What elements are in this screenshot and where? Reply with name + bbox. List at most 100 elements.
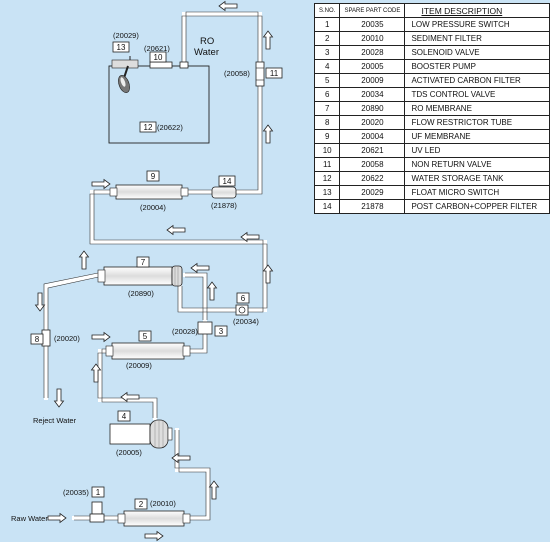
row-sno: 10 [313, 143, 341, 158]
solenoid-valve [197, 321, 213, 335]
number-box-12: 12 [139, 121, 157, 133]
row-description: UV LED [404, 143, 550, 158]
arrow-up-icon [263, 30, 273, 50]
parts-table: S.NO. SPARE PART CODE ITEM DESCRIPTION 1… [313, 3, 550, 214]
arrow-up-icon [207, 281, 217, 301]
row-description: SOLENOID VALVE [404, 45, 550, 60]
row-code: 20029 [339, 185, 406, 200]
row-code: 20009 [339, 73, 406, 88]
row-description: TDS CONTROL VALVE [404, 87, 550, 102]
row-code: 20004 [339, 129, 406, 144]
number-box-9: 9 [146, 170, 160, 182]
ro-membrane [97, 265, 183, 287]
arrow-down-icon [54, 388, 64, 408]
non-return-valve [255, 61, 265, 87]
header-code: SPARE PART CODE [339, 3, 406, 18]
code-label-12: (20622) [157, 123, 183, 132]
number-box-3: 3 [214, 325, 228, 337]
code-label-9: (20004) [140, 203, 166, 212]
number-box-7: 7 [136, 256, 150, 268]
part-code-labels: (20035) (20010) (20028) (20005) (20009) … [54, 31, 259, 508]
number-box-6: 6 [236, 292, 250, 304]
svg-text:4: 4 [122, 412, 127, 421]
pipes [44, 12, 267, 520]
row-code: 20028 [339, 45, 406, 60]
code-label-11: (20058) [224, 69, 250, 78]
row-description: NON RETURN VALVE [404, 157, 550, 172]
arrow-right-icon [91, 179, 111, 189]
arrow-right-icon [144, 531, 164, 541]
code-label-2: (20010) [150, 499, 176, 508]
arrow-left-icon [190, 263, 210, 273]
code-label-3: (20028) [172, 327, 198, 336]
svg-text:14: 14 [223, 177, 232, 186]
row-sno: 6 [313, 87, 341, 102]
row-sno: 14 [313, 199, 341, 214]
svg-text:5: 5 [143, 332, 148, 341]
number-box-13: 13 [112, 41, 130, 53]
row-description: RO MEMBRANE [404, 101, 550, 116]
svg-text:1: 1 [96, 488, 101, 497]
number-box-4: 4 [117, 410, 131, 422]
row-sno: 8 [313, 115, 341, 130]
ro-water-label: RO [200, 36, 214, 47]
code-label-14: (21878) [211, 201, 237, 210]
code-label-1: (20035) [63, 488, 89, 497]
row-sno: 9 [313, 129, 341, 144]
svg-text:8: 8 [35, 335, 40, 344]
svg-text:10: 10 [154, 53, 163, 62]
raw-water-label: Raw Water [11, 514, 48, 523]
row-code: 20622 [339, 171, 406, 186]
number-box-11: 11 [265, 67, 283, 79]
svg-text:6: 6 [241, 294, 246, 303]
header-sno: S.NO. [313, 3, 341, 18]
row-code: 20621 [339, 143, 406, 158]
row-code: 21878 [339, 199, 406, 214]
row-sno: 4 [313, 59, 341, 74]
code-label-4: (20005) [116, 448, 142, 457]
code-label-6: (20034) [233, 317, 259, 326]
number-box-14: 14 [218, 175, 236, 187]
row-description: FLOAT MICRO SWITCH [404, 185, 550, 200]
uv-led [149, 61, 173, 69]
arrow-left-icon [218, 1, 238, 11]
number-box-8: 8 [30, 333, 44, 345]
row-sno: 13 [313, 185, 341, 200]
code-label-7: (20890) [128, 289, 154, 298]
header-description: ITEM DESCRIPTION [404, 3, 550, 18]
svg-text:2: 2 [139, 500, 144, 509]
row-sno: 7 [313, 101, 341, 116]
code-label-13: (20029) [113, 31, 139, 40]
row-code: 20010 [339, 31, 406, 46]
number-boxes: 1 2 3 4 5 6 7 8 9 10 11 12 13 14 [30, 41, 283, 510]
row-sno: 3 [313, 45, 341, 60]
row-description: LOW PRESSURE SWITCH [404, 17, 550, 32]
arrow-up-icon [263, 124, 273, 144]
reject-water-label: Reject Water [33, 416, 77, 425]
arrow-down-icon [35, 292, 45, 312]
tds-control-valve [235, 304, 249, 316]
row-code: 20035 [339, 17, 406, 32]
activated-carbon-filter [105, 342, 191, 360]
row-code: 20034 [339, 87, 406, 102]
row-sno: 12 [313, 171, 341, 186]
row-code: 20005 [339, 59, 406, 74]
code-label-10: (20621) [144, 44, 170, 53]
arrow-right-icon [91, 332, 111, 342]
sediment-filter [117, 510, 191, 527]
number-box-10: 10 [149, 51, 167, 63]
